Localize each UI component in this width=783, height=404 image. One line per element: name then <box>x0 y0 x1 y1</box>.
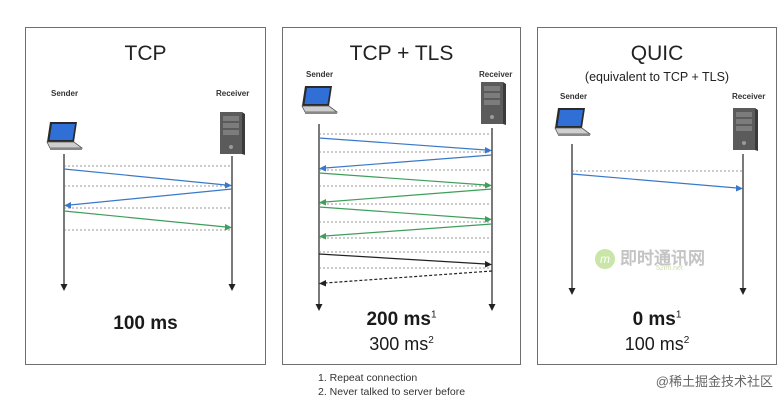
tls-panel: TCP + TLS Sender Receiver <box>282 27 521 365</box>
receiver-server-icon <box>481 82 506 125</box>
tcp-dotted-separators <box>64 165 232 231</box>
syn-ack-arrow <box>324 154 493 169</box>
receiver-server-icon <box>220 112 245 155</box>
footnote-repeat-connection: 1. Repeat connection <box>318 372 418 384</box>
key-exchange-arrowhead <box>485 216 492 223</box>
footnote-never-talked: 2. Never talked to server before <box>318 386 466 398</box>
sender-lifeline-arrowhead <box>315 304 323 311</box>
receiver-lifeline-arrowhead <box>228 284 236 291</box>
watermark-subtext: 52im.net <box>656 265 683 272</box>
tls-time-new-value: 300 ms <box>369 334 429 354</box>
receiver-lifeline-arrowhead <box>488 304 496 311</box>
tcp-sender-label: Sender <box>51 89 79 98</box>
tls-time-repeat-footnote-mark: 1 <box>430 309 437 321</box>
tls-time-repeat: 200 ms1 <box>283 309 520 331</box>
syn-ack-arrowhead <box>64 202 71 209</box>
sender-laptop-icon <box>301 85 338 115</box>
svg-text:m: m <box>600 252 610 266</box>
sender-lifeline-arrowhead <box>568 288 576 295</box>
tls-time-repeat-value: 200 ms <box>366 309 431 330</box>
syn-ack-arrow <box>69 188 233 206</box>
server-hello-arrow <box>324 188 493 203</box>
ack-arrow <box>63 210 227 228</box>
source-credit: @稀土掘金技术社区 <box>655 374 773 389</box>
response-arrowhead <box>319 280 326 287</box>
quic-time-new-footnote-mark: 2 <box>683 335 690 346</box>
request-arrow <box>318 253 487 265</box>
key-exchange-arrow <box>318 206 487 220</box>
sender-lifeline-arrowhead <box>60 284 68 291</box>
quic-sequence-diagram <box>554 107 758 295</box>
quic-subtitle: (equivalent to TCP + TLS) <box>584 70 730 84</box>
watermark-logo: m 即时通讯网 52im.net <box>594 240 724 278</box>
syn-arrowhead <box>485 147 492 154</box>
tcp-receiver-label: Receiver <box>216 89 250 98</box>
request-arrowhead <box>485 261 492 268</box>
quic-receiver-label: Receiver <box>732 92 766 101</box>
tcp-panel: TCP Sender Receiver 100 ms <box>25 27 266 365</box>
quic-panel: QUIC (equivalent to TCP + TLS) Sender Re… <box>537 27 777 365</box>
sender-laptop-icon <box>46 121 83 151</box>
sender-laptop-icon <box>554 107 591 137</box>
tcp-sequence-diagram <box>46 112 245 291</box>
quic-time-repeat-footnote-mark: 1 <box>675 309 682 321</box>
tls-time-new-footnote-mark: 2 <box>428 335 434 346</box>
syn-arrow <box>318 137 487 151</box>
tls-title: TCP + TLS <box>349 42 454 65</box>
client-hello-arrowhead <box>485 182 492 189</box>
tcp-title: TCP <box>124 42 167 65</box>
zero-rtt-request-arrow <box>571 173 738 189</box>
quic-time-new-value: 100 ms <box>624 334 684 354</box>
quic-time-new: 100 ms2 <box>538 334 776 355</box>
syn-arrowhead <box>225 182 232 189</box>
syn-arrow <box>63 168 227 186</box>
server-hello-arrowhead <box>319 199 326 206</box>
receiver-server-icon <box>733 108 758 151</box>
tls-dotted-separators <box>319 133 492 269</box>
quic-sender-label: Sender <box>560 92 588 101</box>
finished-arrow <box>324 223 493 237</box>
quic-time-repeat: 0 ms1 <box>538 309 776 331</box>
watermark-text: 即时通讯网 <box>620 249 705 268</box>
receiver-lifeline-arrowhead <box>739 288 747 295</box>
tcp-time: 100 ms <box>113 313 178 334</box>
client-hello-arrow <box>318 172 487 186</box>
finished-arrowhead <box>319 233 326 240</box>
syn-ack-arrowhead <box>319 165 326 172</box>
tls-time-new: 300 ms2 <box>283 334 520 355</box>
tls-receiver-label: Receiver <box>479 70 513 79</box>
quic-title: QUIC <box>630 42 684 65</box>
zero-rtt-request-arrowhead <box>736 185 743 192</box>
tls-sender-label: Sender <box>306 70 334 79</box>
tls-sequence-diagram <box>301 82 506 311</box>
quic-time-repeat-value: 0 ms <box>632 309 676 330</box>
response-arrow <box>324 270 493 284</box>
watermark-icon: m <box>595 249 615 269</box>
ack-arrowhead <box>225 224 232 231</box>
